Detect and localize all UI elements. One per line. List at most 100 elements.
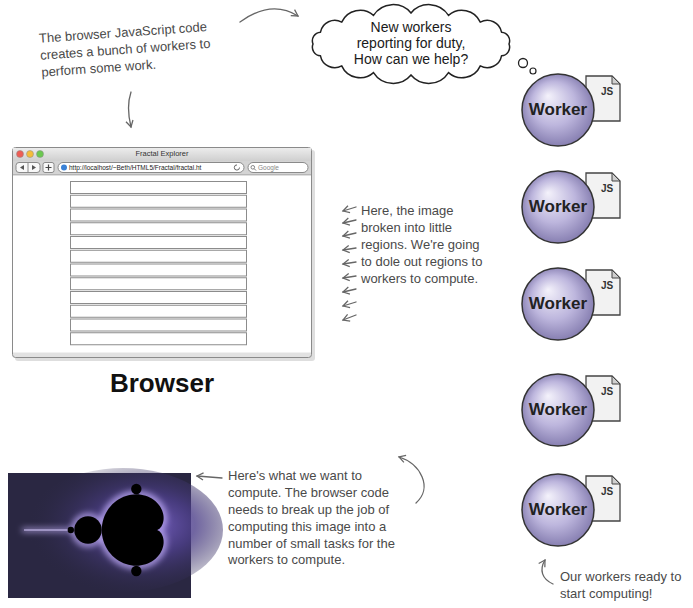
image-region xyxy=(71,182,247,194)
search-placeholder-slot: Google xyxy=(258,163,306,172)
js-label: JS xyxy=(597,280,617,292)
image-region xyxy=(71,237,247,249)
address-url: http://localhost/~Beth/HTML5/Fractal/fra… xyxy=(69,163,237,172)
set-halo xyxy=(102,494,164,565)
worker-sphere xyxy=(522,474,594,546)
document-fold xyxy=(612,76,620,84)
back-arrow xyxy=(20,165,24,170)
leader-arrow xyxy=(343,315,356,320)
search-icon xyxy=(251,166,255,170)
bubble-tail xyxy=(530,68,536,74)
set-bulb xyxy=(131,566,141,576)
cloud-outline xyxy=(312,5,509,84)
bubble-text: New workers reporting for duty, How can … xyxy=(344,20,478,67)
image-region xyxy=(71,223,247,235)
image-region xyxy=(71,319,247,331)
leader-arrow xyxy=(128,92,131,127)
image-region xyxy=(71,209,247,221)
forward-arrow xyxy=(32,165,36,170)
window-title-slot: Fractal Explorer xyxy=(12,149,312,158)
worker-label-slot: Worker xyxy=(521,170,595,244)
image-region xyxy=(71,250,247,262)
js-label: JS xyxy=(597,183,617,195)
image-region xyxy=(71,264,247,276)
image-region xyxy=(71,333,247,345)
worker-label: Worker xyxy=(529,400,587,420)
worker-circle: Worker xyxy=(521,73,595,147)
image-region xyxy=(71,278,247,290)
window-button xyxy=(27,151,34,158)
label-slot: The browser JavaScript code creates a bu… xyxy=(38,17,233,81)
annotation-note: Here, the image broken into little regio… xyxy=(361,203,483,287)
js-label: JS xyxy=(597,386,617,398)
window-frame xyxy=(13,148,312,358)
leader-arrow xyxy=(343,233,356,236)
leader-arrow xyxy=(343,220,356,223)
thought-bubble: New workers reporting for duty, How can … xyxy=(305,2,517,86)
annotation-note: Our workers ready to start computing! xyxy=(560,569,690,603)
set-halo xyxy=(74,516,102,544)
worker-sphere xyxy=(522,171,594,243)
address-url-slot: http://localhost/~Beth/HTML5/Fractal/fra… xyxy=(69,163,237,172)
annotation-note: The browser JavaScript code creates a bu… xyxy=(38,17,233,81)
worker-label: Worker xyxy=(529,294,587,314)
worker-label-slot: Worker xyxy=(521,267,595,341)
set-bulb xyxy=(68,527,74,533)
label-slot: Our workers ready to start computing! xyxy=(560,569,690,603)
worker-circle: Worker xyxy=(521,373,595,447)
tool-bar xyxy=(13,161,311,175)
nav-divider xyxy=(28,163,29,173)
leader-arrow xyxy=(343,276,356,278)
image-halo xyxy=(22,494,164,565)
document-page xyxy=(586,76,620,121)
worker-label: Worker xyxy=(529,197,587,217)
leader-arrow xyxy=(399,457,424,503)
plus-icon xyxy=(46,165,52,171)
leader-arrow xyxy=(343,289,356,292)
worker-label-slot: Worker xyxy=(521,73,595,147)
image-region xyxy=(71,195,247,207)
nav-buttons xyxy=(16,163,40,173)
document-page xyxy=(586,173,620,218)
worker-sphere xyxy=(522,268,594,340)
image-region xyxy=(71,305,247,317)
label-slot: Browser xyxy=(12,367,312,401)
document-page xyxy=(586,476,620,521)
leader-arrow xyxy=(542,560,553,584)
bubble-text-slot: New workers reporting for duty, How can … xyxy=(305,2,517,86)
window-title: Fractal Explorer xyxy=(12,149,312,158)
worker-circle: Worker xyxy=(521,170,595,244)
title-bar xyxy=(13,148,311,161)
worker-sphere xyxy=(522,374,594,446)
js-label-slot: JS xyxy=(597,386,617,398)
leader-arrow xyxy=(343,207,356,211)
set-filament xyxy=(24,530,74,531)
window-button xyxy=(17,151,24,158)
worker-label-slot: Worker xyxy=(521,473,595,547)
worker-label: Worker xyxy=(529,100,587,120)
document-fold xyxy=(612,270,620,278)
browser-window: Fractal Explorer http://localhost/~Beth/H… xyxy=(12,147,312,358)
add-button xyxy=(43,163,54,173)
document-page xyxy=(586,376,620,421)
leader-arrow xyxy=(343,302,356,306)
document-fold xyxy=(612,173,620,181)
page-area xyxy=(13,176,311,353)
js-label: JS xyxy=(597,86,617,98)
image-glow xyxy=(23,468,223,592)
worker-label-slot: Worker xyxy=(521,373,595,447)
leader-arrow xyxy=(240,9,298,22)
annotation-note: Here's what we want to compute. The brow… xyxy=(228,468,416,569)
js-label: JS xyxy=(597,486,617,498)
worker-sphere xyxy=(522,74,594,146)
leader-arrow xyxy=(197,476,222,478)
mandelbrot-image xyxy=(8,468,223,598)
set-halo xyxy=(22,529,74,532)
reload-icon xyxy=(234,165,239,170)
document-page xyxy=(586,270,620,315)
js-label-slot: JS xyxy=(597,280,617,292)
leader-arrow xyxy=(343,262,356,264)
window-button xyxy=(37,151,44,158)
search-field xyxy=(248,163,308,173)
